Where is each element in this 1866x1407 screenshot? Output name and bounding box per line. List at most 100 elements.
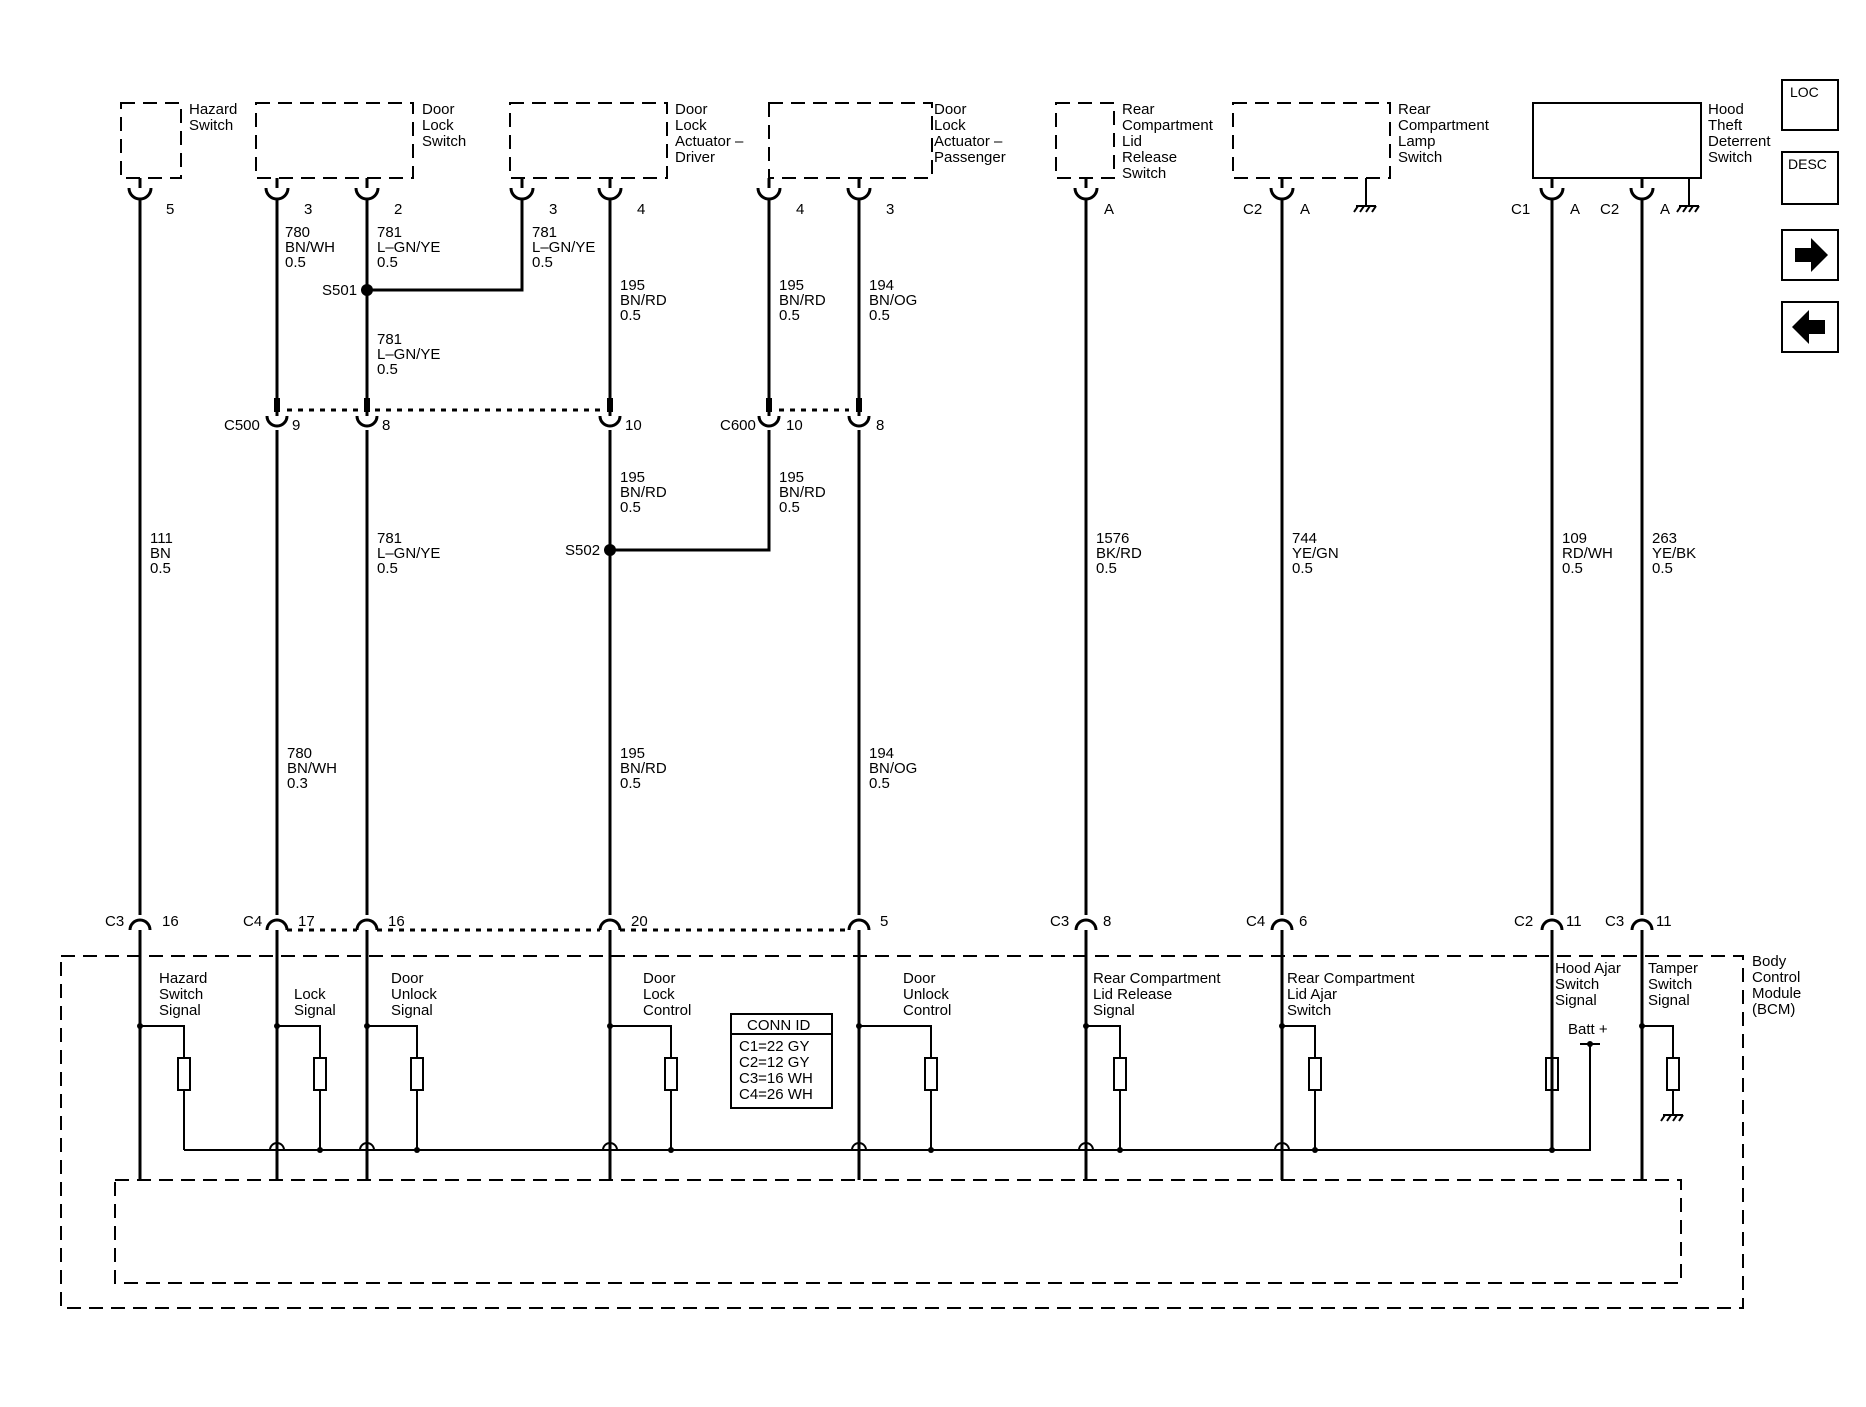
bcm-internal-circuit xyxy=(137,930,1684,1180)
pin-terminal xyxy=(1629,178,1655,201)
arrow-right-icon xyxy=(1795,238,1828,272)
pin-number: 17 xyxy=(298,913,315,930)
component-label: Rear Compartment Lamp Switch xyxy=(1398,101,1493,166)
conn-id-row: C3=16 WH xyxy=(739,1070,813,1087)
inline-connector-c500: C500 9 8 10 xyxy=(224,398,642,434)
wires xyxy=(138,199,1644,915)
component-label: Body Control Module (BCM) xyxy=(1752,953,1805,1018)
conn-id-title: CONN ID xyxy=(747,1017,811,1034)
component-label: Hood Theft Deterrent Switch xyxy=(1708,101,1775,166)
arrow-left-icon xyxy=(1792,310,1825,344)
pin-number: 16 xyxy=(162,913,179,930)
pin-number: 20 xyxy=(631,913,648,930)
rear-compartment-lamp-switch: Rear Compartment Lamp Switch xyxy=(1232,101,1493,179)
pin-number: 8 xyxy=(382,417,390,434)
connector-id: C2 xyxy=(1514,913,1533,930)
pin-terminal xyxy=(597,178,623,201)
ground-icon xyxy=(1353,178,1377,213)
pin-terminal xyxy=(846,178,872,201)
conn-id-row: C1=22 GY xyxy=(739,1038,809,1055)
hazard-switch: Hazard Switch xyxy=(120,101,242,179)
pin-terminal xyxy=(264,178,290,201)
component-label: Rear Compartment Lid Release Switch xyxy=(1122,101,1217,182)
pin-number: 11 xyxy=(1566,913,1582,930)
splice-s502: S502 xyxy=(565,542,616,559)
pin-terminal xyxy=(127,178,153,201)
pin-number: 11 xyxy=(1656,913,1672,930)
pin-number: 5 xyxy=(166,201,174,218)
door-lock-switch: Door Lock Switch xyxy=(255,101,466,179)
bcm-pin-labels: C3 16 C4 17 16 20 5 C3 8 C4 6 C2 11 C3 1… xyxy=(105,913,1672,930)
pin-number: 9 xyxy=(292,417,300,434)
splice-s501: S501 xyxy=(322,282,373,299)
pin-number: A xyxy=(1300,201,1310,218)
pin-number: 4 xyxy=(637,201,645,218)
svg-text:DESC: DESC xyxy=(1788,156,1827,172)
pin-number: 8 xyxy=(1103,913,1111,930)
connector-id: C4 xyxy=(1246,913,1265,930)
loc-button[interactable]: LOC xyxy=(1781,79,1839,131)
connector-id: C4 xyxy=(243,913,262,930)
next-button[interactable] xyxy=(1781,229,1839,281)
connector-id: C3 xyxy=(105,913,124,930)
connector-id: C2 xyxy=(1243,201,1262,218)
top-pin-labels: 5 3 2 3 4 4 3 A A C2 A C1 A C2 xyxy=(166,201,1670,218)
component-label: Door Lock Switch xyxy=(422,101,466,150)
conn-id-row: C4=26 WH xyxy=(739,1086,813,1103)
connector-id: C2 xyxy=(1600,201,1619,218)
inline-connector-c600: C600 10 8 xyxy=(720,398,884,434)
ground-icon xyxy=(1676,178,1700,213)
bcm-pin-terminals xyxy=(128,918,1654,932)
pin-number: 3 xyxy=(886,201,894,218)
bcm-module: Body Control Module (BCM) xyxy=(60,953,1805,1309)
pin-number: 16 xyxy=(388,913,405,930)
conn-id-row: C2=12 GY xyxy=(739,1054,809,1071)
conn-id-table: CONN ID C1=22 GY C2=12 GY C3=16 WH C4=26… xyxy=(730,1013,833,1109)
top-pin-terminals xyxy=(127,178,1655,201)
pin-number: 8 xyxy=(876,417,884,434)
connector-id: C1 xyxy=(1511,201,1530,218)
pin-terminal xyxy=(1269,178,1295,201)
pin-terminal xyxy=(756,178,782,201)
component-label: Hazard Switch xyxy=(189,101,242,134)
connector-id: C3 xyxy=(1605,913,1624,930)
pin-number: 5 xyxy=(880,913,888,930)
connector-id: C3 xyxy=(1050,913,1069,930)
connector-id: C600 xyxy=(720,417,756,434)
connector-id: C500 xyxy=(224,417,260,434)
svg-text:LOC: LOC xyxy=(1790,84,1819,100)
loc-icon: LOC xyxy=(1790,84,1819,100)
pin-number: A xyxy=(1104,201,1114,218)
desc-button[interactable]: DESC xyxy=(1781,151,1839,205)
pin-number: 4 xyxy=(796,201,804,218)
pin-number: 6 xyxy=(1299,913,1307,930)
pin-number: 10 xyxy=(786,417,803,434)
prev-button[interactable] xyxy=(1781,301,1839,353)
pin-number: A xyxy=(1660,201,1670,218)
splice-label: S502 xyxy=(565,542,600,559)
rear-compartment-lid-release-switch: Rear Compartment Lid Release Switch xyxy=(1055,101,1217,182)
component-label: Door Lock Actuator – Driver xyxy=(675,101,748,166)
